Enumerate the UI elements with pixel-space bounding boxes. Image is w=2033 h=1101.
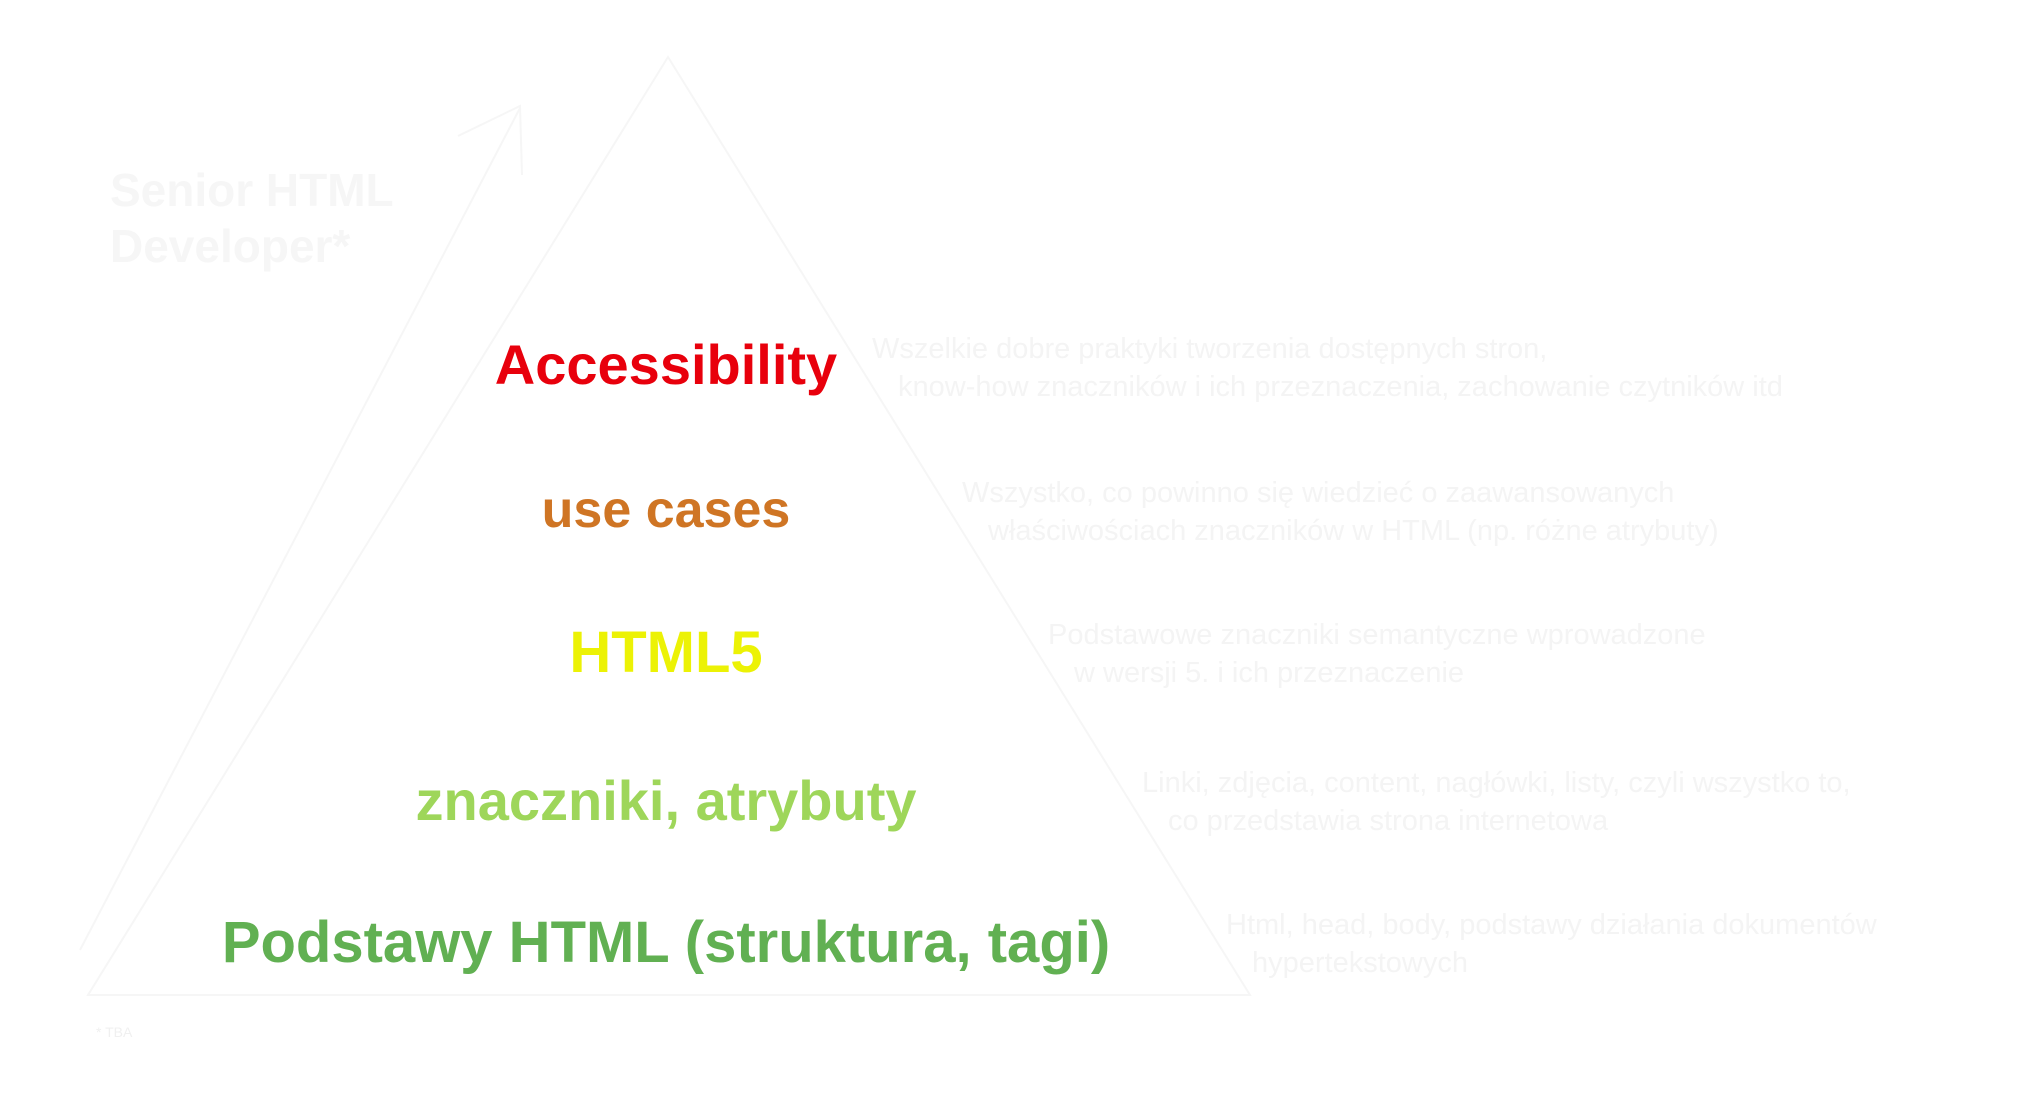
level-podstawy-html-description-line-1: Html, head, body, podstawy działania dok…	[1226, 909, 1877, 941]
level-znaczniki-atrybuty: znaczniki, atrybuty	[415, 769, 917, 832]
level-html5-description-line-1: Podstawowe znaczniki semantyczne wprowad…	[1048, 619, 1706, 651]
level-accessibility-description-line-2: know-how znaczników i ich przeznaczenia,…	[898, 371, 1783, 403]
level-znaczniki-atrybuty-description-line-1: Linki, zdjęcia, content, nagłówki, listy…	[1142, 767, 1851, 799]
level-accessibility: Accessibility	[494, 333, 838, 396]
senior-label-line-1: Senior HTML	[110, 164, 394, 216]
level-podstawy-html-description-line-2: hypertekstowych	[1252, 947, 1468, 979]
level-accessibility-description-line-1: Wszelkie dobre praktyki tworzenia dostęp…	[872, 333, 1548, 365]
senior-label-line-2: Developer*	[110, 220, 351, 272]
level-html5-description: Podstawowe znaczniki semantyczne wprowad…	[1048, 616, 1706, 692]
senior-developer-label: Senior HTML Developer*	[110, 162, 394, 274]
footnote: * TBA	[96, 1024, 133, 1040]
level-use-cases-description-line-2: właściwościach znaczników w HTML (np. ró…	[988, 515, 1719, 547]
growth-arrow-head	[457, 104, 523, 176]
level-znaczniki-atrybuty-description: Linki, zdjęcia, content, nagłówki, listy…	[1142, 764, 1851, 840]
level-podstawy-html-description: Html, head, body, podstawy działania dok…	[1226, 906, 1877, 982]
level-html5: HTML5	[569, 620, 763, 685]
level-accessibility-description: Wszelkie dobre praktyki tworzenia dostęp…	[872, 330, 1783, 406]
growth-arrow-shaft	[79, 107, 521, 951]
pyramid-triangle	[86, 55, 1252, 996]
level-use-cases-description-line-1: Wszystko, co powinno się wiedzieć o zaaw…	[962, 477, 1675, 509]
level-use-cases-description: Wszystko, co powinno się wiedzieć o zaaw…	[962, 474, 1719, 550]
level-podstawy-html: Podstawy HTML (struktura, tagi)	[221, 910, 1111, 975]
level-use-cases: use cases	[541, 481, 791, 539]
level-znaczniki-atrybuty-description-line-2: co przedstawia strona internetowa	[1168, 805, 1609, 837]
level-html5-description-line-2: w wersji 5. i ich przeznaczenie	[1074, 657, 1465, 689]
